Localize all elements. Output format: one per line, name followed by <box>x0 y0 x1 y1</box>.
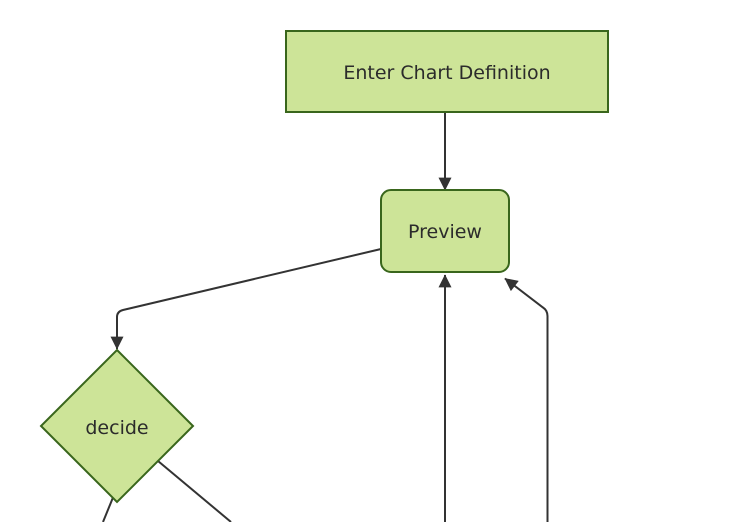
node-enter-chart-definition: Enter Chart Definition <box>285 30 609 113</box>
enter-chart-definition-label: Enter Chart Definition <box>343 62 550 84</box>
edge-decide-to-offscreen-right <box>157 460 232 522</box>
preview-label: Preview <box>408 221 482 243</box>
edge-preview-to-decide <box>110 248 382 350</box>
node-preview: Preview <box>380 189 510 273</box>
edge-group <box>102 112 549 522</box>
edge-decide-to-offscreen-bottom <box>102 494 115 522</box>
preview-box <box>380 189 510 273</box>
node-decide: decide <box>39 348 195 504</box>
decide-diamond <box>39 348 195 504</box>
decide-label: decide <box>85 417 148 439</box>
enter-chart-definition-box <box>285 30 609 113</box>
edge-offscreen-to-preview-corner <box>504 277 549 522</box>
